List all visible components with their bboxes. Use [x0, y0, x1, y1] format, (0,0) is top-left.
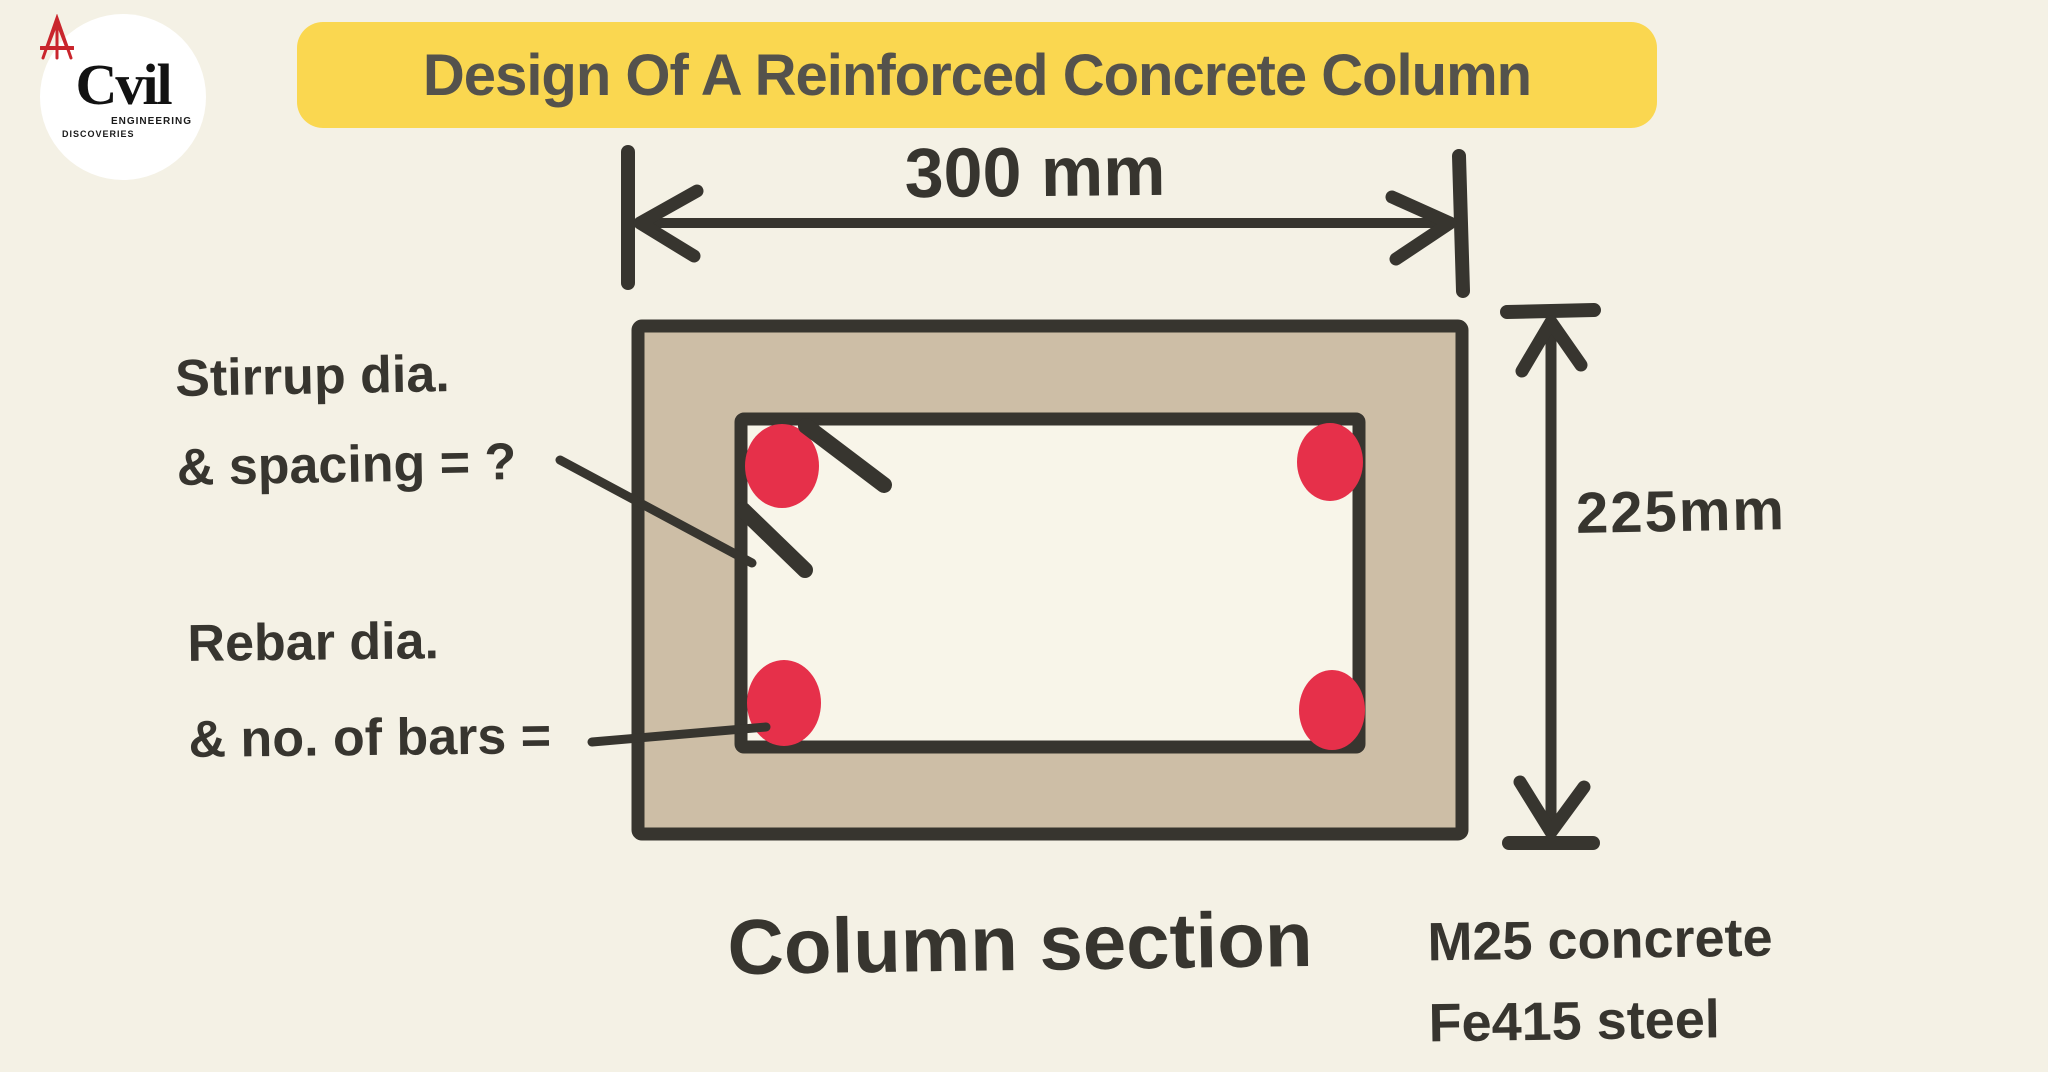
stirrup-hook-tick-1 — [798, 418, 892, 493]
rebar-top-left — [745, 424, 819, 508]
rebar-annotation: Rebar dia. & no. of bars = — [187, 592, 552, 788]
rebar-leader-line — [587, 722, 771, 747]
steel-grade-text: Fe415 steel — [1428, 989, 1721, 1054]
logo-discoveries-text: DISCOVERIES — [62, 128, 135, 139]
height-dimension-label: 225mm — [1575, 477, 1787, 546]
logo-letters-vil: vil — [115, 51, 172, 117]
rebar-top-right — [1297, 423, 1363, 501]
bridge-icon — [40, 14, 74, 60]
concrete-grade-text: M25 concrete — [1427, 907, 1773, 973]
stirrup-rect — [734, 412, 1366, 754]
height-dimension-arrow — [1500, 303, 1601, 850]
stirrup-annotation: Stirrup dia. & spacing = ? — [174, 329, 517, 514]
stirrup-annotation-line2: & spacing = ? — [176, 433, 517, 498]
logo-letter-c: C — [75, 51, 117, 117]
page-title: Design Of A Reinforced Concrete Column — [422, 42, 1532, 108]
logo-engineering-text: ENGINEERING — [110, 115, 192, 127]
logo-wordmark: C vil — [40, 14, 173, 117]
stirrup-annotation-line1: Stirrup dia. — [174, 345, 451, 408]
materials-note: M25 concrete Fe415 steel — [1427, 898, 1774, 1065]
rebar-annotation-line1: Rebar dia. — [187, 612, 440, 673]
rebar-bottom-right — [1299, 670, 1365, 750]
stirrup-leader-line — [555, 455, 757, 568]
width-dimension-arrow — [621, 145, 1470, 298]
rebar-annotation-line2: & no. of bars = — [188, 707, 552, 770]
title-banner: Design Of A Reinforced Concrete Column — [297, 22, 1657, 128]
stirrup-hook-tick-2 — [735, 502, 813, 578]
civil-engineering-discoveries-logo: C vil ENGINEERING DISCOVERIES — [40, 14, 206, 180]
figure-caption: Column section — [726, 894, 1314, 992]
width-dimension-label: 300 mm — [904, 131, 1166, 213]
rebar-bottom-left — [747, 660, 821, 746]
